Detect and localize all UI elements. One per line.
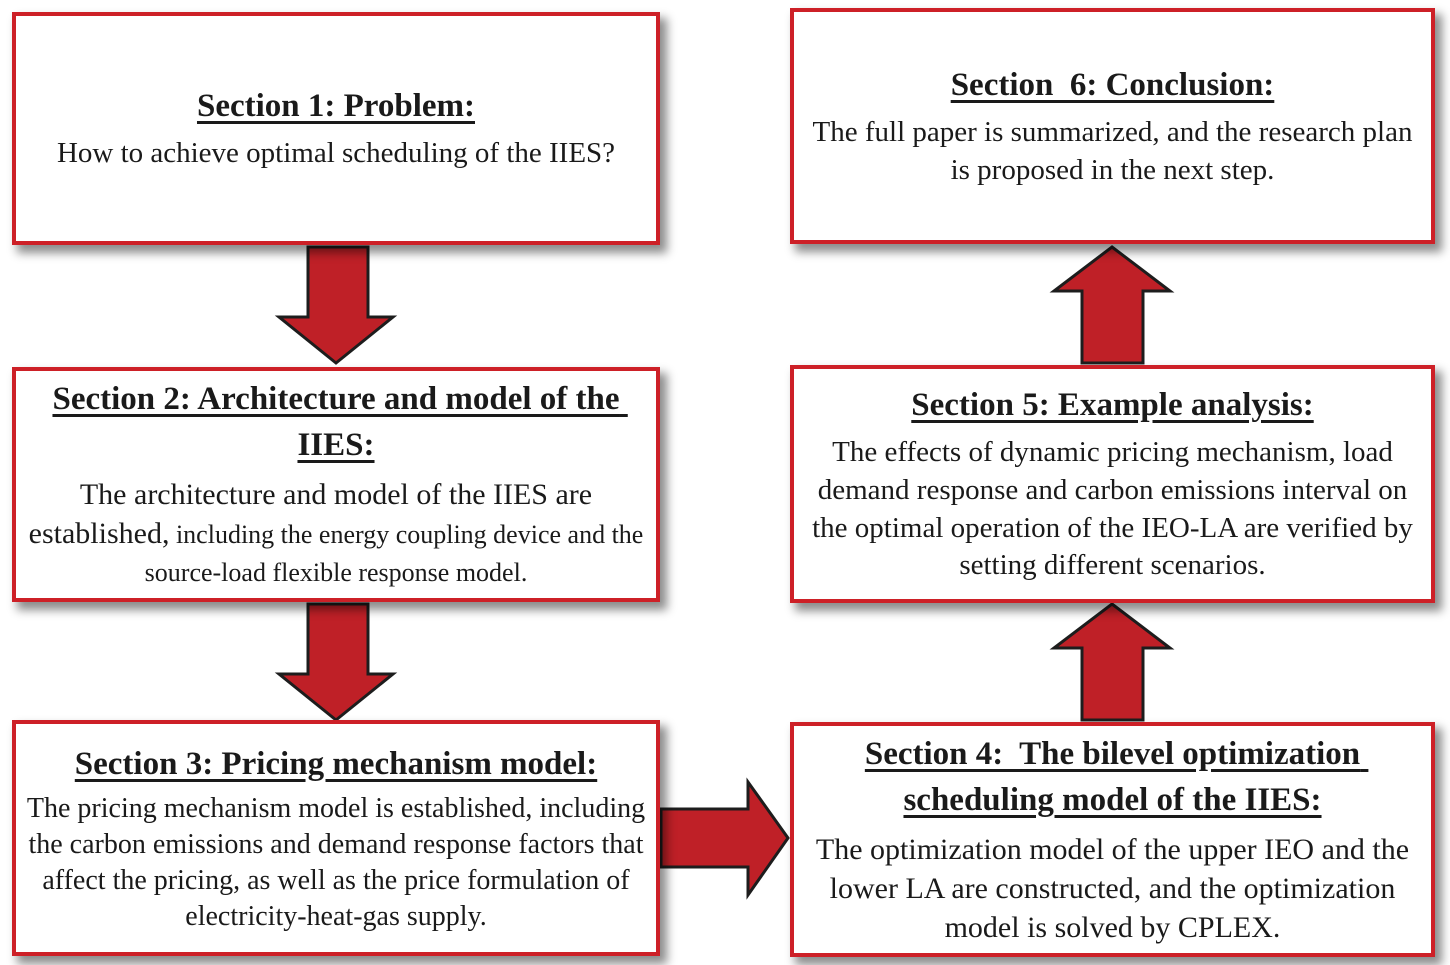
section-1-box: Section 1: Problem: How to achieve optim… (12, 12, 660, 245)
arrow-up-1-shape (1049, 602, 1175, 722)
arrow-down-2-icon (274, 602, 398, 722)
arrow-up-2-shape (1049, 245, 1175, 365)
section-4-box: Section 4: The bilevel optimization sche… (790, 722, 1435, 957)
arrow-right-1-icon (659, 777, 790, 900)
section-1-body: How to achieve optimal scheduling of the… (56, 137, 616, 170)
section-5-body: The effects of dynamic pricing mechanism… (812, 436, 1413, 582)
section-4-title: Section 4: The bilevel optimization sche… (864, 736, 1369, 818)
section-6-box: Section 6: Conclusion: The full paper is… (790, 8, 1435, 244)
arrow-down-1-shape (274, 245, 398, 365)
arrow-right-1-shape (659, 777, 790, 900)
section-2-body-large: The architecture and model of the IIES a… (28, 477, 593, 551)
section-2-body: The architecture and model of the IIES a… (26, 475, 646, 592)
section-3-body: The pricing mechanism model is establish… (26, 793, 646, 932)
section-1-title: Section 1: Problem: (196, 87, 475, 124)
arrow-down-2-shape (274, 602, 398, 722)
section-3-title: Section 3: Pricing mechanism model: (74, 745, 598, 782)
arrow-up-1-icon (1049, 602, 1175, 722)
section-3-box: Section 3: Pricing mechanism model: The … (12, 720, 660, 956)
section-2-title: Section 2: Architecture and model of the… (52, 381, 628, 463)
section-2-box: Section 2: Architecture and model of the… (12, 367, 660, 602)
arrow-up-2-icon (1049, 245, 1175, 365)
section-5-title: Section 5: Example analysis: (911, 386, 1314, 423)
section-6-body: The full paper is summarized, and the re… (812, 116, 1413, 186)
section-6-title: Section 6: Conclusion: (950, 66, 1275, 103)
arrow-down-1-icon (274, 245, 398, 365)
section-4-body: The optimization model of the upper IEO … (815, 832, 1410, 944)
section-2-body-small: including the energy coupling device and… (144, 520, 644, 587)
section-5-box: Section 5: Example analysis: The effects… (790, 365, 1435, 603)
